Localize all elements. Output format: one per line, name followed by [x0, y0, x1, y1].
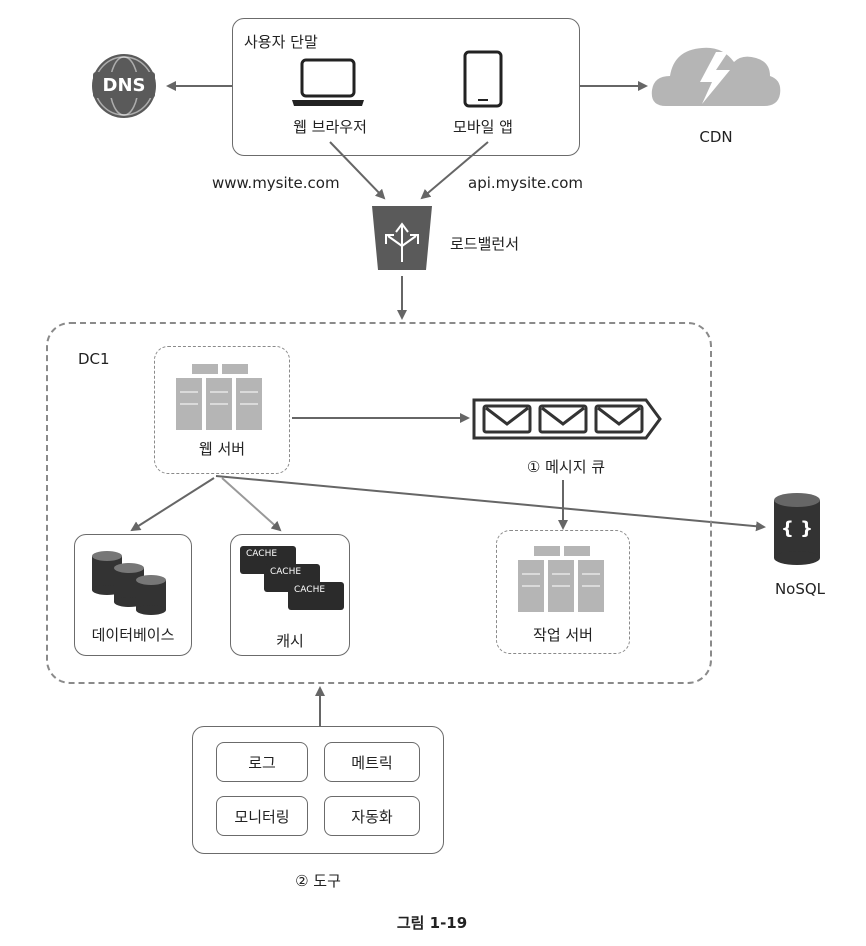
worker-server-box [496, 530, 630, 654]
arrow-web-to-db [130, 477, 215, 532]
cache-box [230, 534, 350, 656]
dns-label: DNS [102, 75, 146, 96]
mobile-app-label: 모바일 앱 [453, 118, 513, 136]
message-queue-label: ① 메시지 큐 [526, 458, 606, 476]
message-queue-icon [472, 398, 662, 440]
figure-caption: 그림 1-19 [396, 914, 468, 932]
cache-chip-3: CACHE [288, 582, 344, 610]
web-browser-label: 웹 브라우저 [293, 118, 367, 136]
dc1-region [46, 322, 712, 684]
nosql-icon [774, 493, 820, 565]
arrow-mobile-to-lb [420, 141, 489, 200]
tools-box [192, 726, 444, 854]
laptop-icon [292, 58, 364, 106]
tool-monitoring: 모니터링 [216, 796, 308, 836]
user-device-title: 사용자 단말 [244, 33, 318, 51]
arrow-web-to-nosql [215, 475, 766, 532]
web-domain-label: www.mysite.com [212, 174, 340, 192]
tool-log: 로그 [216, 742, 308, 782]
database-icon [92, 551, 166, 615]
arrow-browser-to-lb [329, 141, 386, 200]
tools-title: ② 도구 [295, 872, 341, 890]
load-balancer-icon [372, 206, 432, 270]
worker-server-label: 작업 서버 [533, 626, 593, 644]
web-server-box [154, 346, 290, 474]
cache-label: 캐시 [276, 632, 304, 650]
database-box [74, 534, 192, 656]
tool-automation: 자동화 [324, 796, 420, 836]
dns-globe-icon [92, 54, 156, 118]
web-server-icon [176, 364, 262, 430]
worker-server-icon [518, 546, 604, 612]
database-label: 데이터베이스 [91, 626, 175, 644]
cdn-cloud-icon [651, 47, 781, 106]
load-balancer-label: 로드밸런서 [450, 235, 520, 253]
nosql-glyph: { } [781, 518, 813, 539]
nosql-label: NoSQL [774, 580, 826, 598]
api-domain-label: api.mysite.com [468, 174, 584, 192]
user-device-box [232, 18, 580, 156]
cdn-label: CDN [699, 128, 733, 146]
arrow-web-to-cache [221, 477, 282, 532]
dc1-label: DC1 [78, 350, 110, 368]
web-server-label: 웹 서버 [198, 440, 246, 458]
tool-metric: 메트릭 [324, 742, 420, 782]
tablet-icon [463, 50, 503, 108]
